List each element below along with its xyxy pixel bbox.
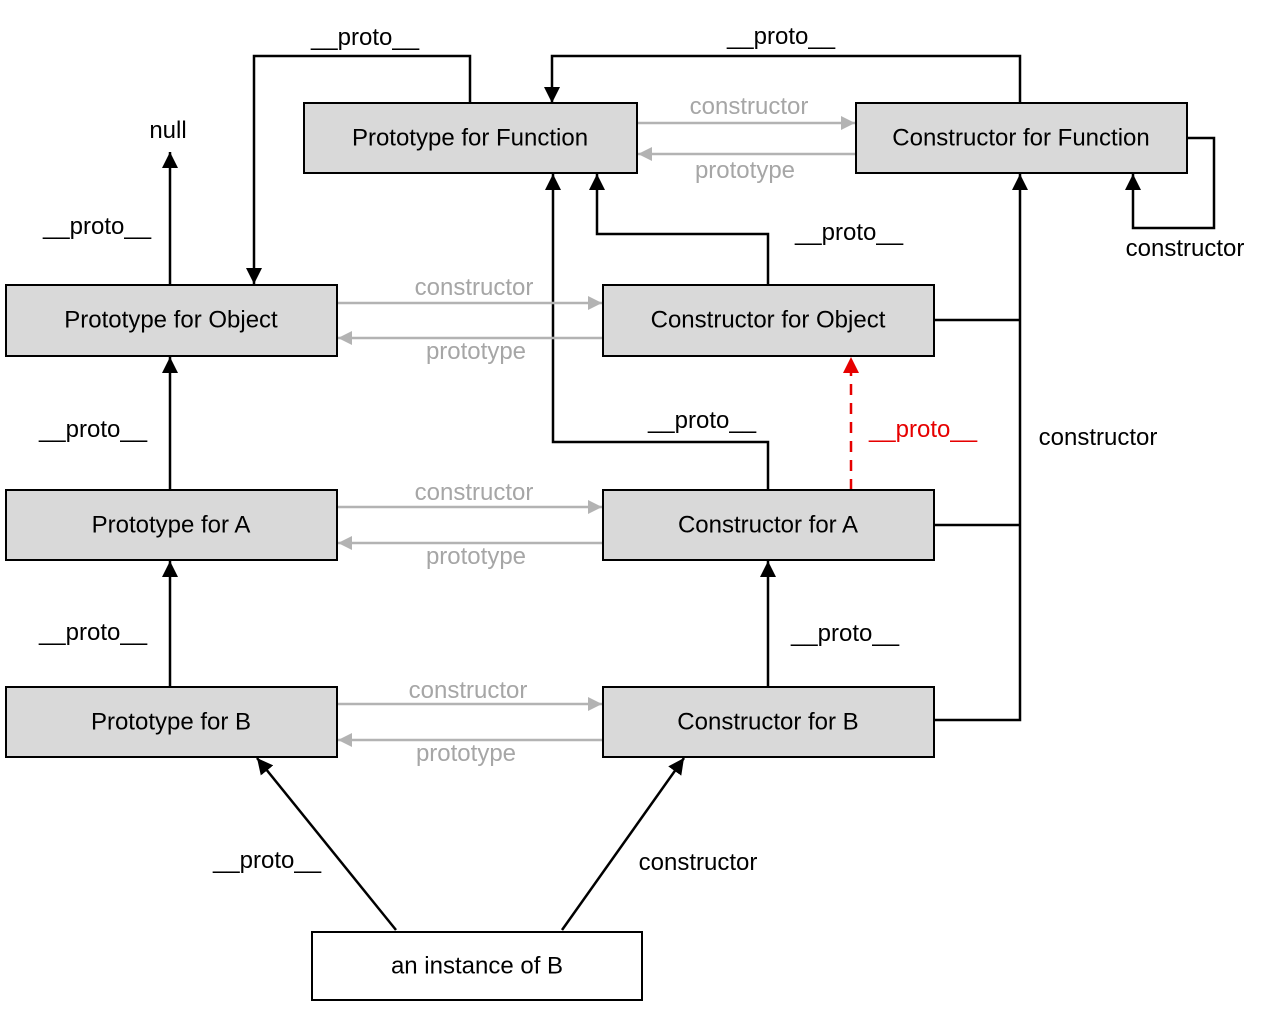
node-prototype-for-a: Prototype for A: [5, 489, 338, 561]
node-prototype-for-function: Prototype for Function: [303, 102, 638, 174]
ctor-object-proto-edge: [589, 174, 770, 284]
edge-label-proto: __proto__: [647, 407, 757, 434]
edge-label-constructor: constructor: [1039, 424, 1158, 451]
edge-label-constructor: constructor: [639, 849, 758, 876]
node-label: Prototype for Function: [352, 124, 588, 151]
node-label: Constructor for A: [678, 511, 858, 538]
node-instance-of-b: an instance of B: [311, 931, 643, 1001]
edge-label-proto: __proto__: [790, 620, 900, 647]
ctor-function-proto-edge: [544, 54, 1022, 103]
edges: [162, 54, 1216, 931]
node-constructor-for-object: Constructor for Object: [602, 284, 935, 357]
edge-labels: null __proto__ __proto__ __proto__ __pro…: [38, 23, 1244, 876]
ctor-b-constructor-edge: [934, 174, 1028, 722]
edge-label-constructor: constructor: [1126, 235, 1245, 262]
ctor-function-constructor-loop-edge: [1125, 136, 1216, 230]
edge-label-null: null: [149, 117, 186, 144]
edge-label-constructor-gray: constructor: [415, 479, 534, 506]
node-label: Constructor for B: [677, 708, 858, 735]
edge-label-prototype-gray: prototype: [416, 740, 516, 767]
node-prototype-for-b: Prototype for B: [5, 686, 338, 758]
edge-label-constructor-gray: constructor: [415, 274, 534, 301]
edge-label-constructor-gray: constructor: [409, 677, 528, 704]
node-constructor-for-b: Constructor for B: [602, 686, 935, 758]
node-constructor-for-function: Constructor for Function: [855, 102, 1188, 174]
instance-constructor-edge: [560, 757, 686, 931]
instance-proto-edge: [256, 757, 397, 931]
node-label: Prototype for Object: [64, 306, 278, 333]
edge-label-proto: __proto__: [794, 219, 904, 246]
edge-label-proto: __proto__: [42, 213, 152, 240]
node-label: Constructor for Object: [651, 306, 886, 333]
node-constructor-for-a: Constructor for A: [602, 489, 935, 561]
edge-label-proto: __proto__: [310, 24, 420, 51]
edge-label-prototype-gray: prototype: [426, 543, 526, 570]
proto-function-proto-edge: [246, 54, 472, 284]
ctor-a-proto-edge: [545, 174, 770, 490]
node-label: Prototype for A: [92, 511, 251, 538]
node-prototype-for-object: Prototype for Object: [5, 284, 338, 357]
edge-label-prototype-gray: prototype: [426, 338, 526, 365]
edge-label-proto: __proto__: [212, 847, 322, 874]
node-label: an instance of B: [391, 952, 563, 979]
edge-label-prototype-gray: prototype: [695, 157, 795, 184]
edge-label-proto: __proto__: [726, 23, 836, 50]
edge-label-constructor-gray: constructor: [690, 93, 809, 120]
edge-label-proto: __proto__: [38, 619, 148, 646]
node-label: Constructor for Function: [892, 124, 1149, 151]
edge-label-proto-red: __proto__: [868, 416, 978, 443]
node-label: Prototype for B: [91, 708, 251, 735]
edge-label-proto: __proto__: [38, 416, 148, 443]
